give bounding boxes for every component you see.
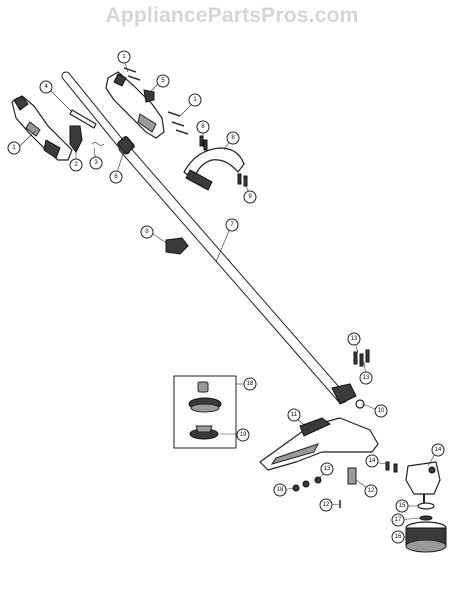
svg-text:10: 10 bbox=[378, 408, 385, 414]
lower-guard bbox=[259, 417, 379, 471]
svg-text:11: 11 bbox=[291, 412, 298, 418]
svg-text:16: 16 bbox=[395, 534, 402, 540]
trigger bbox=[69, 125, 83, 153]
callout-18-a: 18 bbox=[243, 377, 257, 391]
svg-text:1: 1 bbox=[193, 97, 197, 103]
handle-housing-left bbox=[11, 95, 73, 161]
svg-text:8: 8 bbox=[145, 229, 149, 235]
svg-text:17: 17 bbox=[395, 517, 402, 523]
callout-17: 17 bbox=[391, 513, 405, 527]
callout-19: 19 bbox=[236, 428, 250, 442]
callout-2: 2 bbox=[69, 158, 83, 172]
screws-upper bbox=[123, 67, 189, 135]
callout-13-c: 13 bbox=[320, 462, 334, 476]
spool-washer bbox=[417, 502, 435, 521]
svg-text:2: 2 bbox=[74, 162, 78, 168]
svg-text:4: 4 bbox=[44, 84, 48, 90]
callout-1-c: 1 bbox=[188, 93, 202, 107]
svg-text:12: 12 bbox=[368, 488, 375, 494]
svg-text:14: 14 bbox=[435, 447, 442, 453]
svg-text:1: 1 bbox=[12, 145, 16, 151]
shaft-end-adapter bbox=[331, 383, 365, 409]
upper-tube bbox=[61, 71, 131, 155]
screws-14 bbox=[385, 461, 398, 473]
callout-13-b: 13 bbox=[359, 371, 373, 385]
svg-text:13: 13 bbox=[324, 466, 331, 472]
svg-text:13: 13 bbox=[351, 336, 358, 342]
cutoff-blade bbox=[347, 467, 357, 485]
callout-12-a: 12 bbox=[319, 498, 333, 512]
callout-11: 11 bbox=[287, 408, 301, 422]
svg-text:6: 6 bbox=[114, 174, 118, 180]
callout-9-a: 9 bbox=[243, 190, 257, 204]
screws-8 bbox=[199, 135, 208, 151]
end-cap bbox=[143, 89, 155, 103]
svg-text:5: 5 bbox=[161, 78, 165, 84]
svg-text:14: 14 bbox=[369, 458, 376, 464]
svg-text:15: 15 bbox=[399, 503, 406, 509]
callout-4: 4 bbox=[39, 80, 53, 94]
svg-text:19: 19 bbox=[240, 432, 247, 438]
callout-7: 7 bbox=[225, 218, 239, 232]
shaft-tube bbox=[118, 142, 348, 404]
callout-12-b: 12 bbox=[364, 484, 378, 498]
handle-housing-right bbox=[105, 71, 165, 139]
callout-5: 5 bbox=[156, 74, 170, 88]
callout-10: 10 bbox=[374, 404, 388, 418]
motor-head bbox=[405, 461, 441, 504]
svg-text:12: 12 bbox=[323, 502, 330, 508]
screws-13 bbox=[353, 349, 370, 367]
callout-16: 16 bbox=[391, 530, 405, 544]
callout-6: 6 bbox=[109, 170, 123, 184]
svg-text:8: 8 bbox=[201, 124, 205, 130]
callout-1-b: 1 bbox=[117, 50, 131, 64]
spool-kit-box bbox=[173, 375, 237, 449]
spring bbox=[91, 142, 105, 146]
callout-14-a: 14 bbox=[365, 454, 379, 468]
shaft-coupler bbox=[117, 136, 135, 154]
svg-text:3: 3 bbox=[94, 160, 98, 166]
spool-bump-knob bbox=[405, 521, 447, 553]
svg-text:9: 9 bbox=[248, 194, 252, 200]
callout-14-b: 14 bbox=[431, 443, 445, 457]
svg-text:1: 1 bbox=[122, 54, 126, 60]
callout-18-b: 18 bbox=[273, 483, 287, 497]
svg-text:13: 13 bbox=[363, 375, 370, 381]
guard-upper bbox=[183, 147, 248, 191]
callout-15: 15 bbox=[395, 499, 409, 513]
watermark: AppliancePartsPros.com bbox=[105, 4, 359, 27]
callout-8-c: 8 bbox=[140, 225, 154, 239]
callout-8-a: 8 bbox=[196, 120, 210, 134]
callout-8-b: 8 bbox=[226, 131, 240, 145]
callout-13-a: 13 bbox=[347, 332, 361, 346]
svg-text:18: 18 bbox=[277, 487, 284, 493]
clip-8 bbox=[165, 237, 189, 255]
callout-1-a: 1 bbox=[7, 141, 21, 155]
svg-text:18: 18 bbox=[247, 381, 254, 387]
svg-text:7: 7 bbox=[230, 222, 234, 228]
fasteners-lower bbox=[292, 476, 341, 508]
svg-text:8: 8 bbox=[231, 135, 235, 141]
switch-rod bbox=[69, 109, 97, 129]
callout-3: 3 bbox=[89, 156, 103, 170]
